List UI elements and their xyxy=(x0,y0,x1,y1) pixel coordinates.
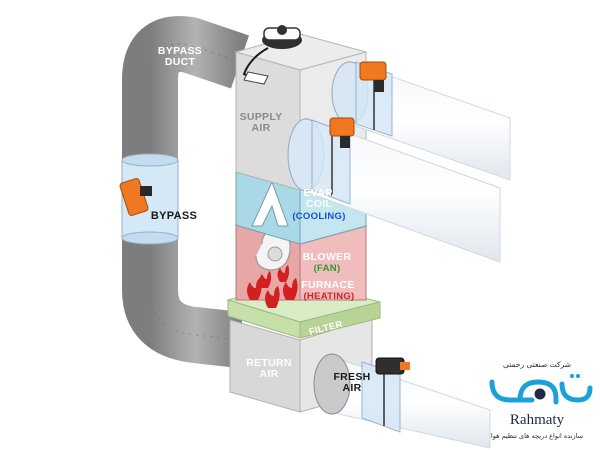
bypass-duct xyxy=(121,16,250,368)
furnace-label: FURNACE xyxy=(301,279,355,291)
fresh-air-label: FRESH AIR xyxy=(333,371,371,395)
logo-tagline: سازنده انواع دریچه های تنظیم هوا xyxy=(490,432,584,440)
evap-coil-label: EVAP. COIL xyxy=(303,187,335,211)
cooling-label: (COOLING) xyxy=(292,211,346,222)
bypass-label: BYPASS xyxy=(150,210,198,222)
rahmaty-logo-mark xyxy=(489,374,593,405)
supply-air-label: SUPPLY AIR xyxy=(239,111,283,135)
damper-actuator-bypass xyxy=(119,178,152,216)
damper-actuator-fresh xyxy=(375,357,410,375)
damper-actuator-upper xyxy=(359,61,387,92)
bypass-duct-label: BYPASS DUCT xyxy=(157,45,203,69)
blower-label: BLOWER xyxy=(302,251,352,263)
fan-label: (FAN) xyxy=(313,263,341,274)
damper-actuator-lower xyxy=(329,117,355,148)
heating-label: (HEATING) xyxy=(303,291,355,302)
return-air-label: RETURN AIR xyxy=(246,357,292,381)
logo-company-name: شرکت صنعتی رحمتی xyxy=(503,360,571,369)
fresh-air-pipe xyxy=(313,353,491,449)
rahmaty-logo: شرکت صنعتی رحمتی Rahmaty سازنده انواع در… xyxy=(478,360,596,446)
furnace-flames xyxy=(247,265,298,308)
logo-brand-name: Rahmaty xyxy=(509,412,565,428)
top-damper-motor xyxy=(242,25,302,85)
